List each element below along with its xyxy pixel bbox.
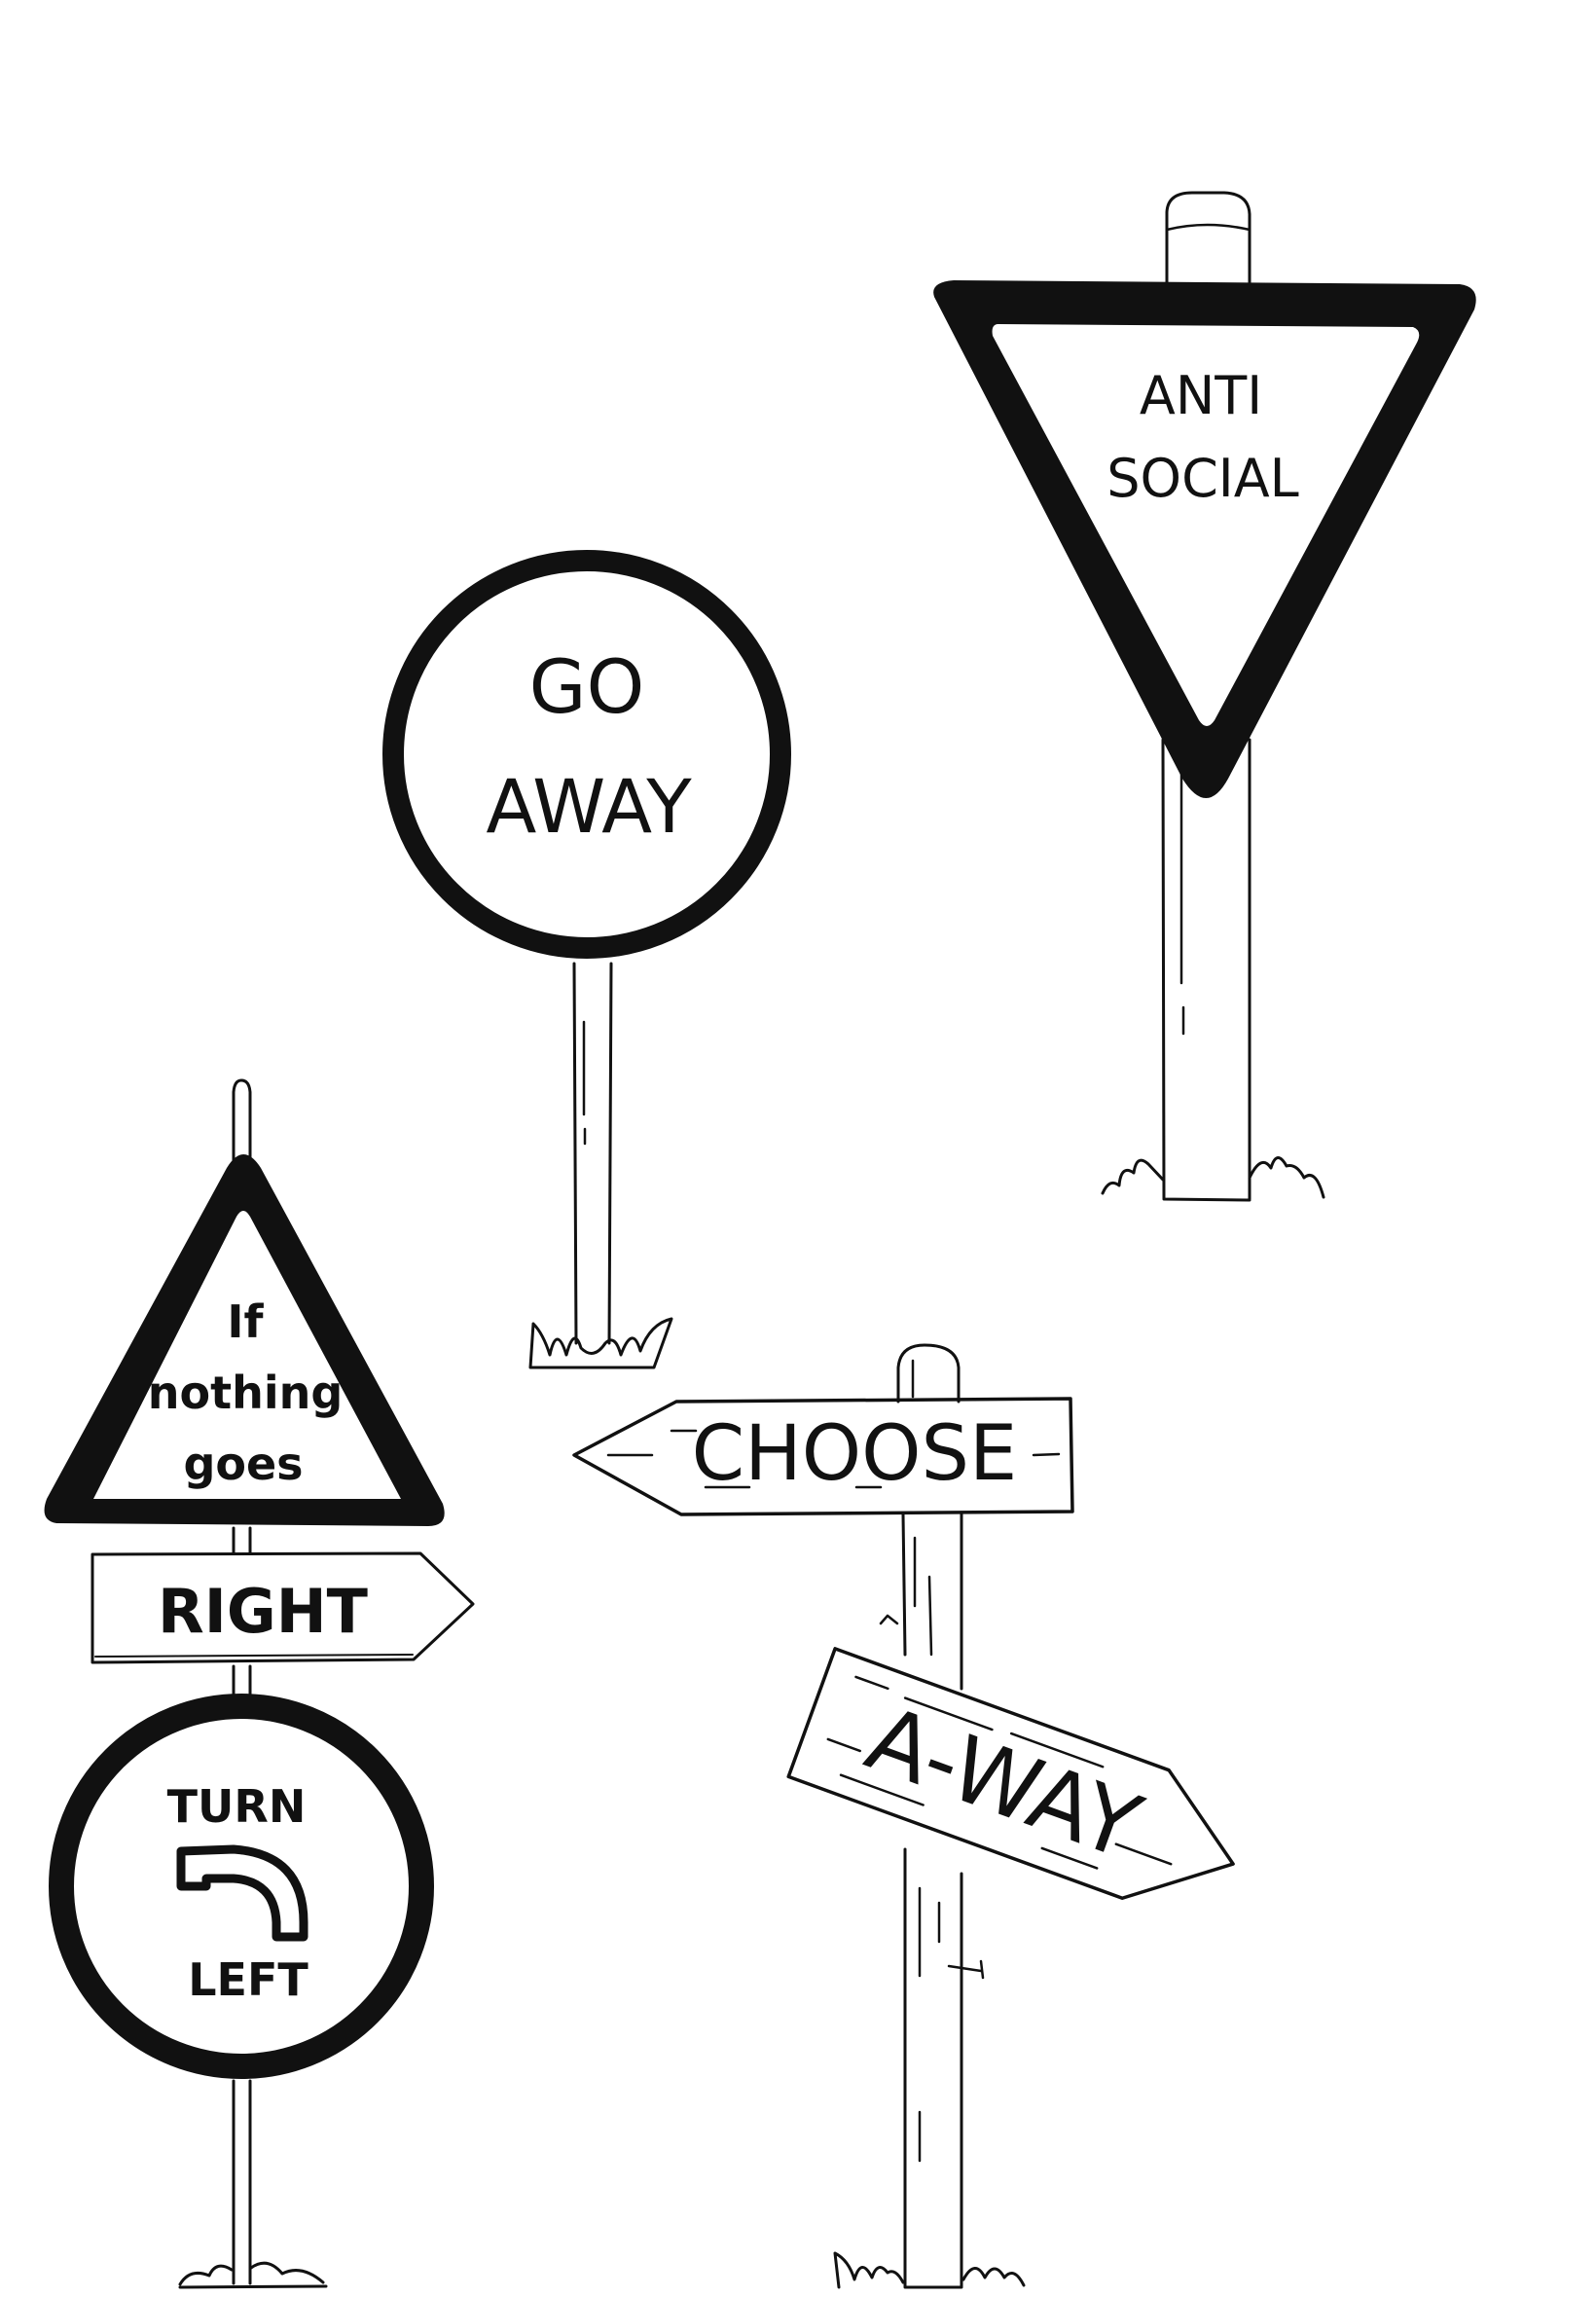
grass-icon — [833, 2251, 1026, 2289]
grass-icon — [528, 1317, 673, 1369]
go-away-sign: GO AWAY — [382, 550, 791, 1369]
arrow-label: RIGHT — [158, 1576, 368, 1647]
pole-detail — [582, 1020, 587, 1146]
post-cap — [1165, 191, 1251, 284]
grass-icon — [1101, 1158, 1165, 1195]
grass-icon — [1248, 1156, 1325, 1199]
choose-away-signpost: CHOOSE A-WAY — [572, 1343, 1235, 2289]
yield-triangle-face — [992, 324, 1420, 726]
pole-detail — [1179, 772, 1185, 1036]
sign-text-line2: SOCIAL — [1106, 448, 1298, 509]
arrow-label: A-WAY — [854, 1686, 1154, 1879]
pole — [572, 962, 613, 1345]
arrow-board-lines — [826, 1675, 1173, 1870]
away-arrow-board: A-WAY — [786, 1647, 1235, 1900]
pole-detail — [879, 1536, 933, 1657]
sign-text-line2: LEFT — [188, 1953, 308, 2006]
sign-text-line3: goes — [183, 1438, 303, 1490]
pole — [1161, 738, 1251, 1202]
sign-text-line2: nothing — [148, 1367, 344, 1419]
warning-triangle-face — [93, 1211, 401, 1499]
post-cap-line — [1165, 223, 1251, 232]
sign-text-line1: ANTI — [1140, 365, 1262, 426]
pole — [901, 1513, 963, 1691]
pole — [232, 1526, 252, 2285]
arrow-board-shadow — [94, 1654, 414, 1658]
arrow-board-lines — [606, 1429, 1061, 1489]
sign-text-line2: AWAY — [486, 763, 692, 850]
anti-social-sign: ANTI SOCIAL — [933, 191, 1476, 1202]
arrow-board — [786, 1647, 1235, 1900]
round-sign-ring — [382, 550, 791, 959]
post-cap — [896, 1343, 961, 1404]
right-arrow-sign: RIGHT — [91, 1551, 475, 1664]
turn-left-sign: TURN LEFT — [49, 1694, 434, 2079]
if-nothing-goes-sign: If nothing goes — [44, 1078, 445, 1526]
sign-text-line1: GO — [529, 643, 645, 730]
sign-text-line1: TURN — [167, 1780, 307, 1833]
arrow-board — [572, 1397, 1074, 1516]
turn-left-arrow-icon — [176, 1844, 308, 1942]
pole-detail — [918, 1886, 985, 2163]
arrow-label: CHOOSE — [692, 1410, 1018, 1498]
pole — [903, 1847, 963, 2289]
arrow-board — [91, 1551, 475, 1664]
round-sign-ring — [49, 1694, 434, 2079]
post-cap — [232, 1078, 252, 1162]
sign-text-line1: If — [227, 1295, 264, 1348]
grass-icon — [178, 2261, 328, 2289]
